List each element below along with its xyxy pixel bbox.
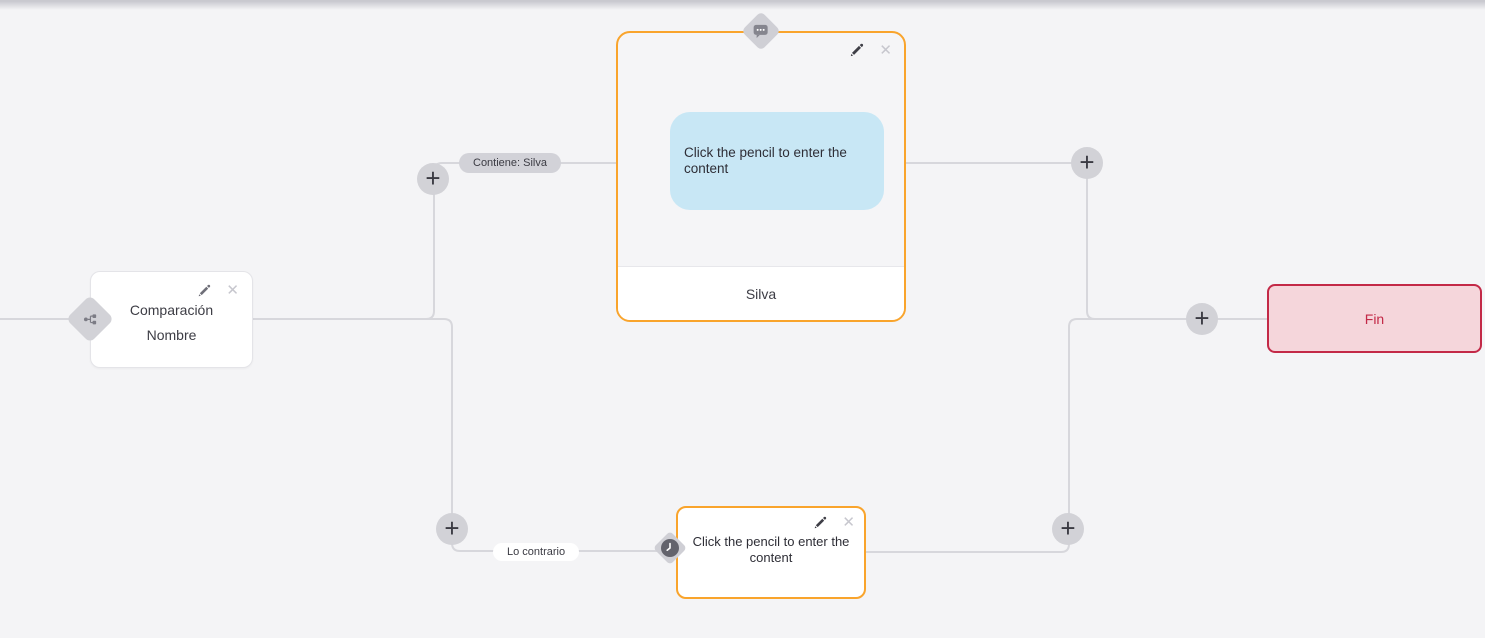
delete-action-close-icon[interactable]: ✕ [842, 514, 855, 531]
end-node-label: Fin [1364, 310, 1385, 327]
condition-title-line2: Nombre [146, 327, 197, 343]
edit-action-pencil-icon[interactable] [813, 516, 827, 530]
add-step-button-top-branch[interactable]: + [417, 163, 449, 195]
message-bubble-placeholder: Click the pencil to enter the content [684, 144, 847, 176]
edge-condition-to-action [253, 318, 658, 552]
action-placeholder: Click the pencil to enter the content [692, 534, 850, 565]
message-bubble: Click the pencil to enter the content [670, 112, 884, 210]
condition-node[interactable]: ✕ Comparación Nombre [90, 271, 253, 368]
edge-message-to-end [906, 162, 1267, 320]
branch-icon [83, 312, 98, 326]
end-node[interactable]: Fin [1267, 284, 1482, 353]
edge-label-contains: Contiene: Silva [459, 153, 561, 173]
chat-bubble-icon [753, 24, 769, 39]
delete-condition-close-icon[interactable]: ✕ [226, 282, 239, 299]
clock-icon [660, 538, 680, 558]
add-step-button-after-message[interactable]: + [1071, 147, 1103, 179]
add-step-button-bottom-branch[interactable]: + [436, 513, 468, 545]
condition-node-type-badge [65, 294, 115, 344]
edge-action-to-end [866, 318, 1267, 553]
action-node-type-badge [653, 531, 687, 565]
edit-condition-pencil-icon[interactable] [197, 284, 211, 298]
add-step-button-after-action[interactable]: + [1052, 513, 1084, 545]
condition-title-line1: Comparación [129, 302, 214, 318]
message-node-footer: Silva [618, 266, 904, 320]
add-step-button-before-end[interactable]: + [1186, 303, 1218, 335]
edge-label-otherwise: Lo contrario [493, 543, 580, 561]
message-node-title: Silva [745, 285, 777, 302]
edit-message-pencil-icon[interactable] [849, 43, 864, 58]
delete-message-close-icon[interactable]: ✕ [879, 42, 892, 59]
message-node-type-badge [741, 11, 781, 51]
action-node[interactable]: ✕ Click the pencil to enter the content [676, 506, 866, 599]
message-node[interactable]: ✕ Click the pencil to enter the content … [616, 31, 906, 322]
